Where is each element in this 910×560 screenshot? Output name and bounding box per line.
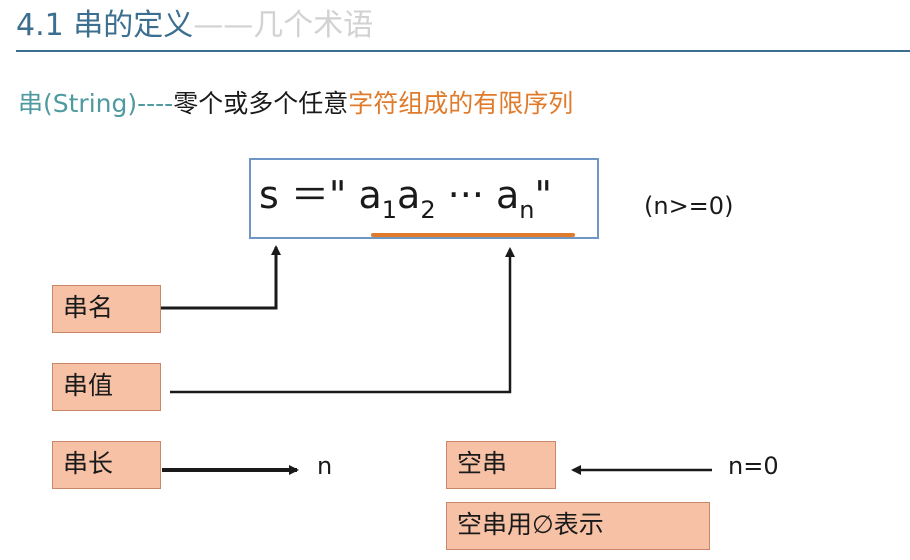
label-empty-string: 空串	[446, 441, 556, 489]
length-condition: (n>=0)	[644, 192, 734, 220]
definition-line: 串(String)----零个或多个任意字符组成的有限序列	[18, 86, 573, 122]
label-string-value: 串值	[52, 363, 161, 411]
empty-length-value: n=0	[728, 452, 779, 480]
arrow-value-to-chars	[170, 247, 515, 394]
formula-sub1: 1	[381, 196, 398, 224]
formula-a2: a	[397, 173, 421, 217]
title-main: 4.1 串的定义	[16, 8, 194, 43]
formula-a1: a	[358, 173, 382, 217]
title-subtitle: ——几个术语	[193, 8, 374, 43]
title-divider	[16, 50, 910, 52]
definition-term: 串(String)----	[18, 89, 174, 118]
formula-lhs: s ＝"	[259, 173, 359, 217]
string-formula: s ＝" a1a2 ··· an"	[259, 170, 552, 222]
arrow-name-to-s	[161, 245, 281, 310]
label-string-length: 串长	[52, 441, 161, 489]
page-title: 4.1 串的定义——几个术语	[16, 4, 373, 48]
label-string-name: 串名	[52, 285, 161, 333]
formula-subn: n	[519, 196, 535, 224]
formula-dots: ···	[435, 173, 496, 217]
definition-text: 零个或多个任意	[173, 89, 349, 118]
label-empty-symbol: 空串用∅表示	[446, 502, 710, 550]
definition-highlight: 字符组成的有限序列	[348, 89, 574, 118]
formula-an: a	[496, 173, 520, 217]
formula-box: s ＝" a1a2 ··· an"	[249, 158, 599, 239]
formula-sub2: 2	[420, 196, 436, 224]
length-value: n	[317, 452, 333, 480]
value-underline	[371, 233, 575, 237]
formula-close: "	[534, 173, 552, 217]
